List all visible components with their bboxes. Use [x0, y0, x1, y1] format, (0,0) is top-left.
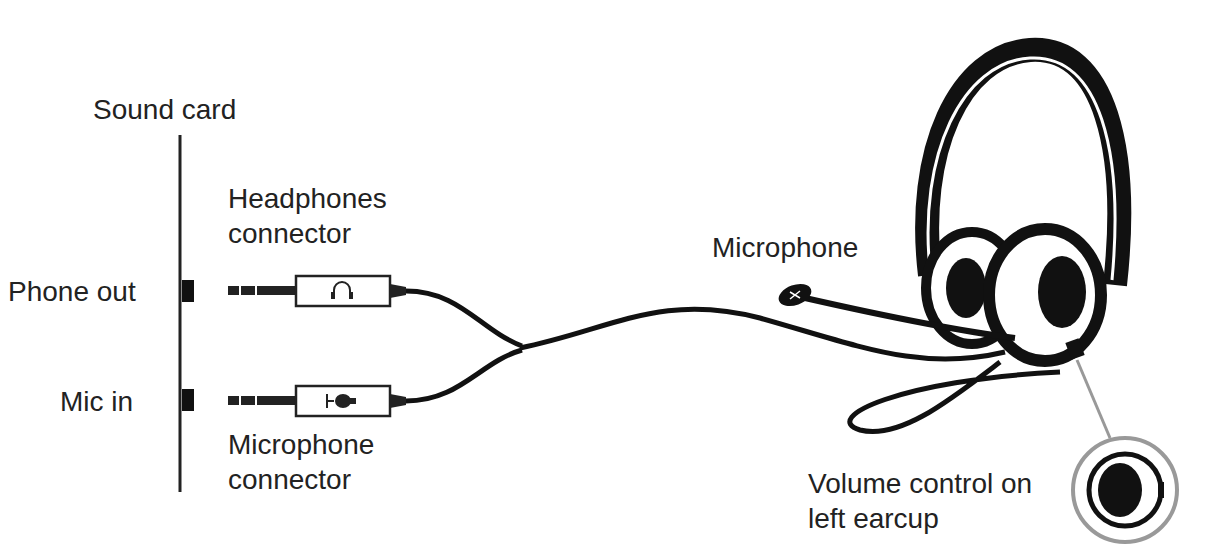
leader-line — [1077, 360, 1110, 438]
headphones-plug — [228, 276, 406, 306]
sound-card-label: Sound card — [93, 92, 353, 127]
microphone-plug — [228, 386, 406, 416]
volume-control-zoom — [1073, 438, 1177, 542]
connector-label: Microphone connector — [228, 427, 428, 497]
connector-label: Headphones connector — [228, 181, 428, 251]
headset — [776, 50, 1120, 361]
port-label: Phone out — [8, 274, 178, 309]
part-label: Microphone — [712, 230, 932, 265]
callout-label: Volume control on left earcup — [808, 466, 1033, 536]
port-label: Mic in — [60, 384, 178, 419]
mic-in-jack — [182, 389, 194, 411]
sound-card-edge — [179, 135, 182, 492]
phone-out-jack — [182, 280, 194, 302]
